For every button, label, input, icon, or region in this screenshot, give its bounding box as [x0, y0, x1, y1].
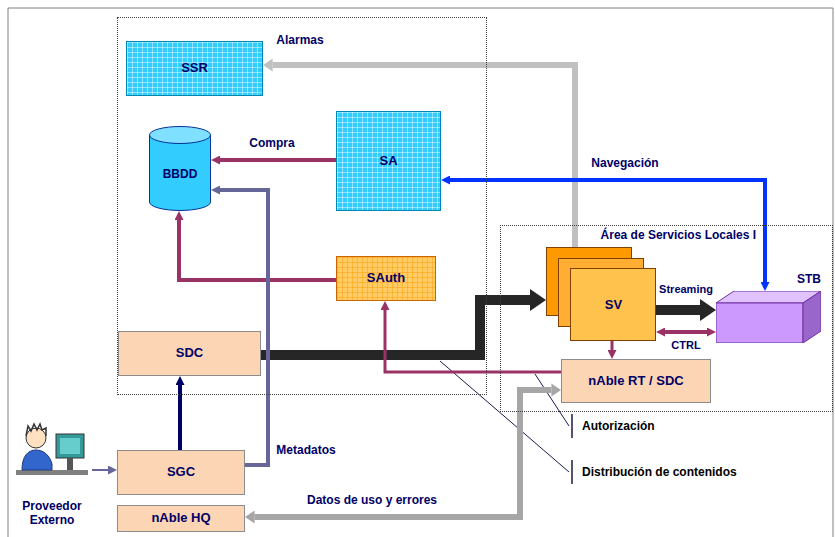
person-icon	[12, 418, 92, 484]
node-label: SGC	[167, 465, 195, 480]
process-box: SDC	[118, 331, 261, 376]
server-sheet	[571, 269, 656, 341]
node-label: SV	[605, 298, 622, 313]
stack-shape	[546, 247, 656, 341]
person-head	[26, 428, 46, 448]
connector-arrow	[665, 330, 707, 334]
connector-label: CTRL	[669, 338, 702, 352]
node-label: SSR	[181, 61, 208, 76]
monitor-screen	[60, 438, 80, 454]
connector-arrow	[220, 158, 336, 162]
node-label: SA	[379, 154, 397, 169]
cylinder-top	[150, 127, 211, 144]
connector-arrow	[611, 341, 614, 350]
node-label: Área de Servicios Locales I	[601, 229, 756, 243]
monitor	[56, 434, 84, 458]
connector-arrow	[255, 390, 552, 517]
node-label: SAuth	[367, 271, 405, 286]
desk	[16, 470, 88, 475]
provider-figure: Proveedor Externo	[12, 418, 92, 530]
connector-label: Streaming	[657, 282, 715, 296]
process-box: nAble HQ	[117, 505, 245, 532]
callout-tick	[571, 414, 573, 438]
service-box: SSR	[126, 41, 263, 96]
person-body	[22, 450, 52, 470]
set-top-box: STB	[716, 291, 821, 343]
figure-frame	[8, 8, 833, 537]
service-box: SAuth	[336, 256, 436, 301]
node-label: Proveedor Externo	[12, 500, 92, 528]
node-label: BBDD	[163, 168, 198, 182]
callout-label: Autorización	[580, 419, 657, 433]
local-area-region: SV STB nAble RT / SDC Área de Servicios Loc…	[500, 225, 833, 412]
node-label: nAble HQ	[151, 511, 210, 526]
connector-arrow	[656, 305, 700, 315]
system-region: SSR BBDD SA SAuthSDC	[117, 17, 487, 395]
connector-label: Datos de uso y errores	[305, 493, 439, 507]
cylinder-body	[150, 135, 211, 211]
callout-tick	[571, 460, 573, 484]
connector-label: Navegación	[589, 156, 660, 170]
node-label: nAble RT / SDC	[588, 374, 683, 389]
node-label: STB	[797, 273, 821, 287]
connector-arrow	[385, 310, 561, 372]
callout-label: Distribución de contenidos	[580, 465, 739, 479]
connector-arrow	[261, 300, 530, 355]
connector-arrow	[220, 190, 268, 465]
leader-line	[440, 361, 569, 472]
stb-front	[716, 303, 803, 343]
connector-arrow	[179, 220, 336, 280]
node-label: SDC	[176, 346, 203, 361]
connector-label: Metadatos	[274, 443, 337, 457]
person-hair	[26, 424, 46, 436]
connector-label: Compra	[247, 136, 296, 150]
stb-shape	[716, 291, 821, 343]
database-cylinder: BBDD	[149, 126, 211, 211]
monitor-stand	[67, 458, 73, 470]
process-box: nAble RT / SDC	[561, 359, 711, 403]
process-box: SGC	[117, 450, 245, 495]
service-box: SA	[336, 111, 441, 211]
server-stack: SV	[546, 247, 656, 341]
connector-label: Alarmas	[274, 33, 325, 47]
connector-arrow	[273, 65, 575, 247]
stb-side	[803, 291, 821, 343]
connector-arrow	[92, 469, 108, 471]
